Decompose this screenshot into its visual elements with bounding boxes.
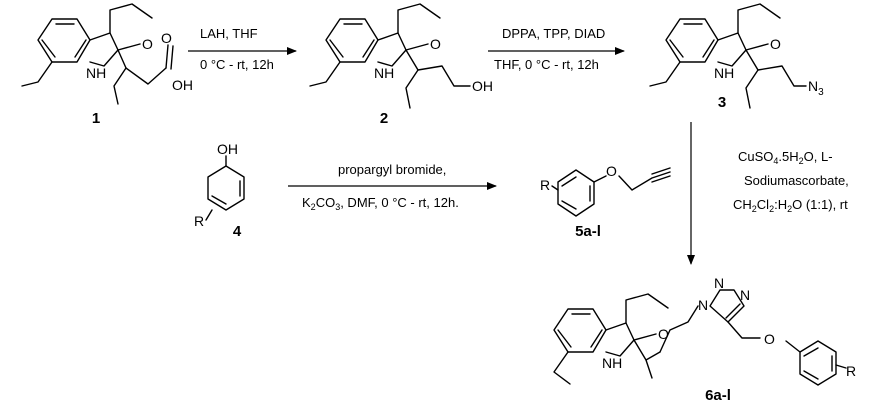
compound-3-nh: NH [714,65,734,81]
step-1-conditions: 0 °C - rt, 12h [200,57,274,72]
compound-2-nh: NH [374,65,394,81]
step-1-reagents: LAH, THF [200,26,258,41]
compound-5-r-group: R [540,177,550,193]
compound-1-label: 1 [92,110,100,127]
compound-5-ether-oxygen: O [606,163,617,179]
step-4-line-2: Sodiumascorbate, [744,173,849,188]
compound-5-structure: O R [540,163,671,217]
compound-2-hydroxyl: OH [472,78,493,94]
compound-2-structure: O NH OH [309,3,493,109]
compound-6-triazole-n3: N [740,287,750,303]
compound-4-structure: OH R [194,141,245,229]
compound-1-carbonyl-oxygen: O [161,30,172,46]
compound-6-ether-oxygen: O [764,331,775,347]
compound-2-label: 2 [380,110,388,127]
step-2-reagents: DPPA, TPP, DIAD [502,26,605,41]
compound-1-nh: NH [86,65,106,81]
compound-6-r-group: R [846,363,856,379]
compound-4-r-group: R [194,213,204,229]
compound-1-hydroxyl: OH [172,77,193,93]
step-4-line-1: CuSO4.5H2O, L- [738,149,833,166]
compound-4-label: 4 [233,223,242,240]
compound-6-label: 6a-l [705,387,731,404]
compound-3-ring-oxygen: O [770,36,781,52]
step-3-reagents: propargyl bromide, [338,162,446,177]
step-2-conditions: THF, 0 °C - rt, 12h [494,57,599,72]
compound-5-label: 5a-l [575,223,601,240]
compound-6-triazole-n2: N [714,275,724,291]
compound-6-nh: NH [602,355,622,371]
compound-1-ring-oxygen: O [142,36,153,52]
compound-6-triazole-n1: N [698,297,708,313]
compound-3-structure: O NH N3 [649,3,824,109]
step-3-conditions: K2CO3, DMF, 0 °C - rt, 12h. [302,195,459,212]
compound-4-hydroxyl: OH [217,141,238,157]
step-4-line-3: CH2Cl2:H2O (1:1), rt [733,197,848,214]
compound-2-ring-oxygen: O [430,36,441,52]
compound-3-azide: N3 [808,78,824,98]
compound-3-label: 3 [718,94,726,111]
compound-6-ring-oxygen: O [658,326,669,342]
compound-6-structure: O NH N N N O R [553,275,856,386]
compound-1-structure: O NH O OH [21,3,193,105]
